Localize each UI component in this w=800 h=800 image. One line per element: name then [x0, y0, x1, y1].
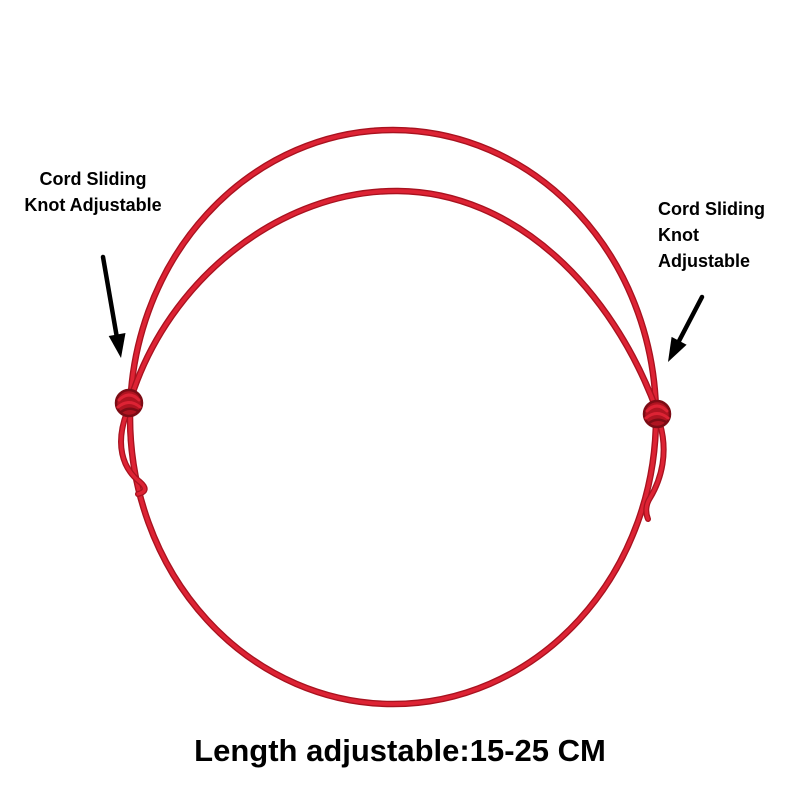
cord-outer-loop-shadow [126, 126, 660, 708]
left-arrow [100, 254, 126, 358]
right-knot [642, 399, 672, 429]
right-knot-texture [647, 418, 668, 425]
left-knot-label: Cord Sliding Knot Adjustable [4, 166, 182, 218]
left-arrow-line [100, 254, 120, 341]
left-cord-tail [119, 410, 147, 496]
left-knot-texture [116, 401, 142, 409]
right-arrow-line [676, 294, 705, 344]
right-knot-texture [644, 412, 670, 420]
label-line: Cord Sliding [39, 169, 147, 189]
cord-top-strand-shadow [126, 187, 661, 415]
label-line: Adjustable [658, 251, 751, 272]
right-knot-texture [645, 404, 669, 413]
right-arrow-head-icon [668, 336, 687, 362]
cord-top-strand [128, 189, 659, 413]
right-arrow [668, 294, 705, 362]
label-line: Cord Sliding [658, 199, 765, 219]
label-line: Knot Adjustable [24, 195, 162, 216]
left-knot-texture [117, 393, 141, 402]
left-arrow-head-icon [108, 333, 126, 358]
length-caption: Length adjustable:15-25 CM [194, 733, 606, 768]
left-knot-texture [119, 407, 140, 414]
right-knot-label: Cord Sliding Knot Adjustable [658, 196, 800, 274]
left-knot [114, 388, 144, 418]
right-cord-tail [644, 422, 666, 521]
label-line: Knot [658, 225, 699, 246]
